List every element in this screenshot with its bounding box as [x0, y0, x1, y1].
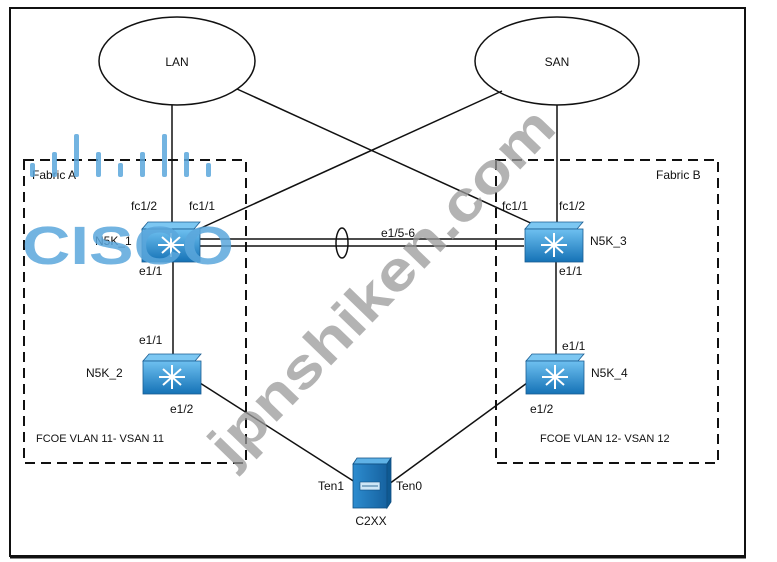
switch-n5k4-label: N5K_4: [591, 366, 628, 380]
fabric-a-box: [23, 159, 247, 464]
server-c2xx-icon[interactable]: [352, 456, 392, 510]
links: [171, 88, 558, 485]
switch-n5k4-icon[interactable]: [525, 353, 585, 395]
link-lan-n5k3: [236, 88, 536, 226]
port-n5k3-fc12: fc1/2: [559, 199, 585, 213]
cisco-logo-watermark: CISCO: [22, 134, 234, 276]
link-san-n5k1: [189, 90, 503, 234]
cisco-logo-text: CISCO: [22, 216, 234, 276]
port-n5k2-e11: e1/1: [139, 333, 163, 347]
lan-label: LAN: [165, 55, 188, 69]
switch-n5k1-icon[interactable]: [141, 221, 201, 263]
switch-n5k1-label: N5K_1: [95, 234, 132, 248]
port-n5k4-e11: e1/1: [562, 339, 586, 353]
port-n5k3-fc11: fc1/1: [502, 199, 528, 213]
port-n5k1-fc12: fc1/2: [131, 199, 157, 213]
port-channel-label: e1/5-6: [381, 226, 415, 240]
switch-n5k3-icon[interactable]: [524, 221, 584, 263]
fabric-b-note: FCOE VLAN 12- VSAN 12: [540, 433, 670, 445]
fabric-b-title: Fabric B: [656, 168, 701, 182]
switch-n5k2-label: N5K_2: [86, 366, 123, 380]
switch-n5k2-icon[interactable]: [142, 353, 202, 395]
link-n5k2-c2xx: [199, 382, 359, 485]
port-channel-ring: [335, 227, 349, 259]
port-n5k1-e11: e1/1: [139, 264, 163, 278]
lan-cloud: [98, 16, 256, 106]
server-c2xx-label: C2XX: [355, 514, 386, 528]
link-n5k4-c2xx: [388, 382, 528, 485]
port-n5k2-e12: e1/2: [170, 402, 194, 416]
san-label: SAN: [545, 55, 570, 69]
server-ten0-label: Ten0: [396, 479, 422, 493]
port-n5k1-fc11: fc1/1: [189, 199, 215, 213]
switch-n5k3-label: N5K_3: [590, 234, 627, 248]
fabric-a-note: FCOE VLAN 11- VSAN 11: [36, 433, 164, 445]
fabric-b-box: [495, 159, 719, 464]
server-ten1-label: Ten1: [318, 479, 344, 493]
port-n5k3-e11: e1/1: [559, 264, 583, 278]
port-n5k4-e12: e1/2: [530, 402, 554, 416]
